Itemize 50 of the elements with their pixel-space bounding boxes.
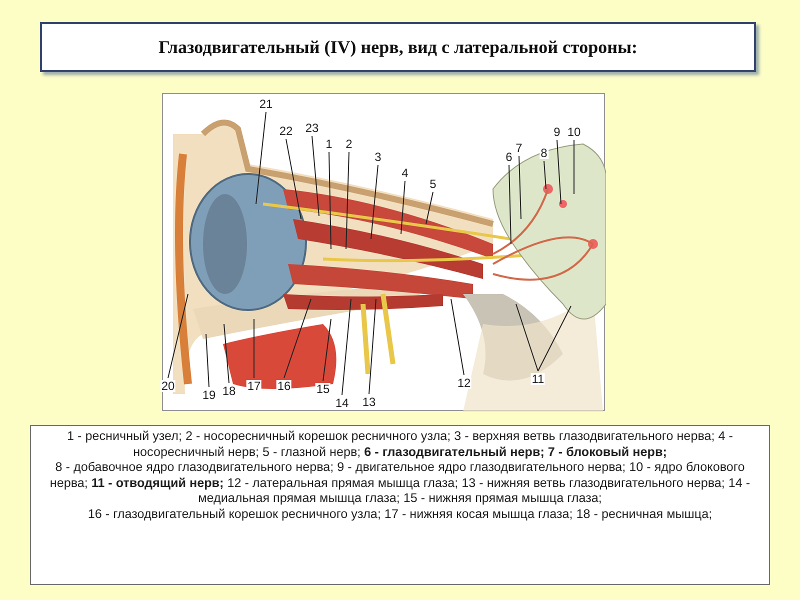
leader-line (538, 306, 572, 372)
leader-line (206, 334, 210, 388)
caption-text: 8 - добавочное ядро глазодвигательного нерва; 9 - двигательное ядро глазодвигательного нерва; 10 - ядро блокового нерва; 11 - отводящий нерв; 12 - латеральная прямая мышца глаза; 13 - нижняя ветвь глазодвигательного нерва; 14 - медиальная прямая мышца глаза; 15 - нижняя прямая мышца глаза; (48, 460, 752, 506)
callout-number: 10 (566, 126, 582, 138)
leader-line (400, 180, 406, 234)
callout-number: 17 (246, 380, 262, 392)
leader-line (516, 304, 538, 372)
callout-number: 9 (552, 126, 562, 138)
callout-number: 21 (258, 98, 274, 110)
callout-number: 23 (304, 122, 320, 134)
caption-text: 16 - глазодвигательный корешок ресничного узла; 17 - нижняя косая мышца глаза; 18 - ресничная мышца; (86, 506, 714, 522)
leader-line (368, 298, 376, 394)
leader-line (544, 160, 546, 190)
caption-box (30, 425, 770, 585)
callout-number: 14 (334, 397, 350, 409)
leader-line (322, 318, 332, 382)
callout-number: 6 (504, 151, 514, 163)
callout-number: 15 (315, 383, 331, 395)
leader-line (426, 192, 434, 224)
callout-number: 12 (456, 377, 472, 389)
leader-line (370, 164, 378, 240)
leader-line (168, 294, 188, 378)
leader-line (286, 138, 302, 220)
leader-line (518, 156, 522, 220)
leader-line (312, 136, 320, 216)
title-text: Глазодвигательный (IV) нерв, вид с латеральной стороны: (40, 22, 756, 72)
leader-line (508, 164, 512, 244)
leader-line (328, 152, 332, 250)
caption-text: 1 - ресничный узел; 2 - носоресничный корешок ресничного узла; 3 - верхняя ветвь глазодвигательного нерва; 4 - носоресничный нерв; 5 - глазной нерв; 6 - глазодвигательный нерв; 7 - блоковый нерв; (66, 429, 734, 460)
leader-line (342, 298, 352, 396)
leader-line (450, 298, 464, 376)
leader-line (256, 112, 266, 204)
callout-number: 8 (540, 147, 548, 159)
callout-number: 7 (514, 142, 524, 154)
leader-line (346, 152, 350, 250)
callout-number: 13 (361, 396, 377, 408)
callout-number: 3 (374, 151, 382, 163)
callout-number: 16 (276, 380, 292, 392)
callout-number: 5 (428, 178, 438, 190)
callout-number: 22 (278, 125, 294, 137)
leader-line (284, 298, 312, 378)
callout-number: 2 (344, 138, 354, 150)
callout-number: 19 (201, 389, 217, 401)
leader-line (556, 140, 562, 204)
leader-line (224, 324, 230, 384)
callout-number: 1 (324, 138, 334, 150)
callout-number: 20 (160, 380, 176, 392)
callout-number: 18 (221, 385, 237, 397)
callout-number: 11 (530, 373, 546, 385)
callout-number: 4 (400, 167, 410, 179)
